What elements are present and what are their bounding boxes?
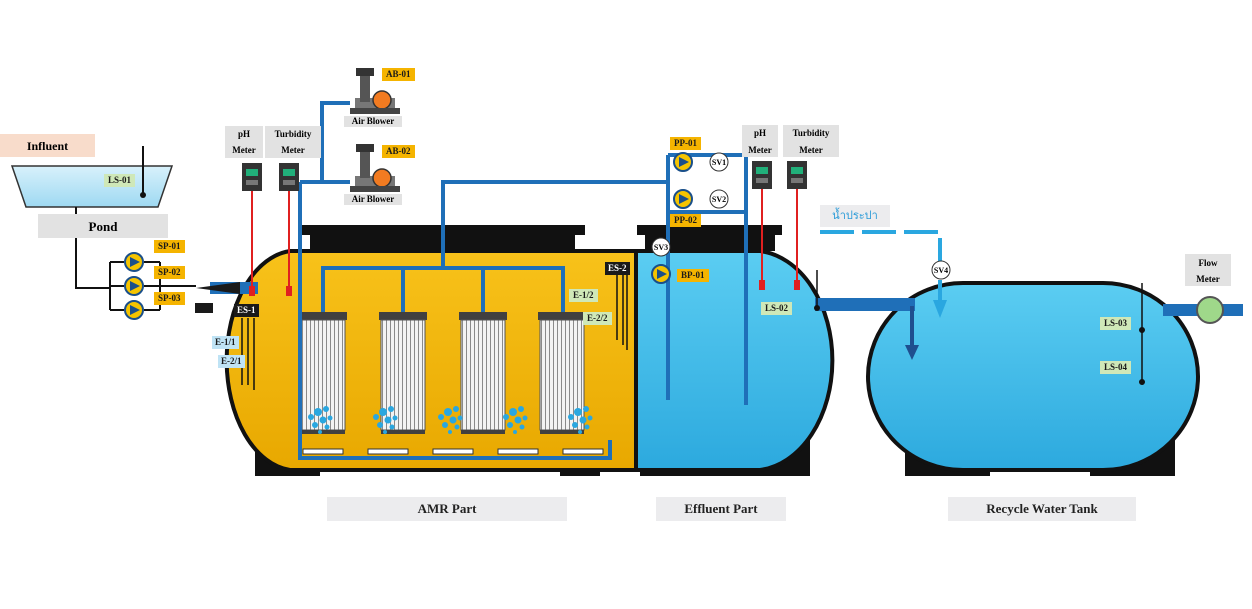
tap-water-box — [820, 205, 890, 227]
ls-04-tag: LS-04 — [1100, 361, 1132, 374]
sp-01-tag: SP-01 — [154, 240, 185, 253]
sp-03-tag: SP-03 — [154, 292, 185, 305]
turbidity-meter-1-box — [265, 126, 321, 158]
pond-label: Pond — [88, 219, 118, 234]
sv1-label: SV1 — [711, 158, 727, 167]
ab-02-tag: AB-02 — [382, 145, 415, 158]
e-1-1-tag: E-1/1 — [212, 336, 239, 349]
bp-01-tag: BP-01 — [677, 269, 709, 282]
tap-water-label: น้ำประปา — [832, 209, 878, 222]
es-1-tag: ES-1 — [234, 304, 259, 317]
influent-text: Influent — [26, 139, 69, 153]
air-blower-2-caption: Air Blower — [344, 194, 402, 205]
turbidity-meter-2-label-b: Meter — [799, 145, 823, 155]
sp-02-tag: SP-02 — [154, 266, 185, 279]
ph-meter-2-label-a: pH — [753, 128, 766, 138]
flow-meter-box — [1185, 254, 1231, 286]
amr-part-title: AMR Part — [327, 497, 567, 521]
flow-meter-label-b: Meter — [1196, 274, 1220, 284]
ph-meter-1-box — [225, 126, 263, 158]
ph-meter-1-label-a: pH — [237, 129, 250, 139]
turbidity-meter-1-label-a: Turbidity — [274, 129, 312, 139]
influent-label — [0, 134, 95, 157]
e-1-2-tag: E-1/2 — [569, 289, 598, 302]
turbidity-meter-2-box — [783, 125, 839, 157]
es-2-tag: ES-2 — [605, 262, 630, 275]
ls-02-tag: LS-02 — [761, 302, 793, 315]
ph-meter-2-label-b: Meter — [748, 145, 772, 155]
sv3-label: SV3 — [653, 243, 669, 252]
pp-02-tag: PP-02 — [670, 214, 701, 227]
ls-01-tag: LS-01 — [104, 174, 136, 187]
recycle-tank-title: Recycle Water Tank — [948, 497, 1136, 521]
ph-meter-1-label-b: Meter — [232, 145, 256, 155]
turbidity-meter-1-label-b: Meter — [281, 145, 305, 155]
flow-meter-label-a: Flow — [1198, 258, 1218, 268]
ls-03-tag: LS-03 — [1100, 317, 1132, 330]
e-2-1-tag: E-2/1 — [218, 355, 245, 368]
sv4-label: SV4 — [933, 266, 949, 275]
e-2-2-tag: E-2/2 — [583, 312, 612, 325]
ph-meter-2-box — [742, 125, 778, 157]
pond-box — [38, 214, 168, 238]
sv2-label: SV2 — [711, 195, 727, 204]
turbidity-meter-2-label-a: Turbidity — [792, 128, 830, 138]
ab-01-tag: AB-01 — [382, 68, 415, 81]
pp-01-tag: PP-01 — [670, 137, 701, 150]
air-blower-1-caption: Air Blower — [344, 116, 402, 127]
effluent-part-title: Effluent Part — [656, 497, 786, 521]
